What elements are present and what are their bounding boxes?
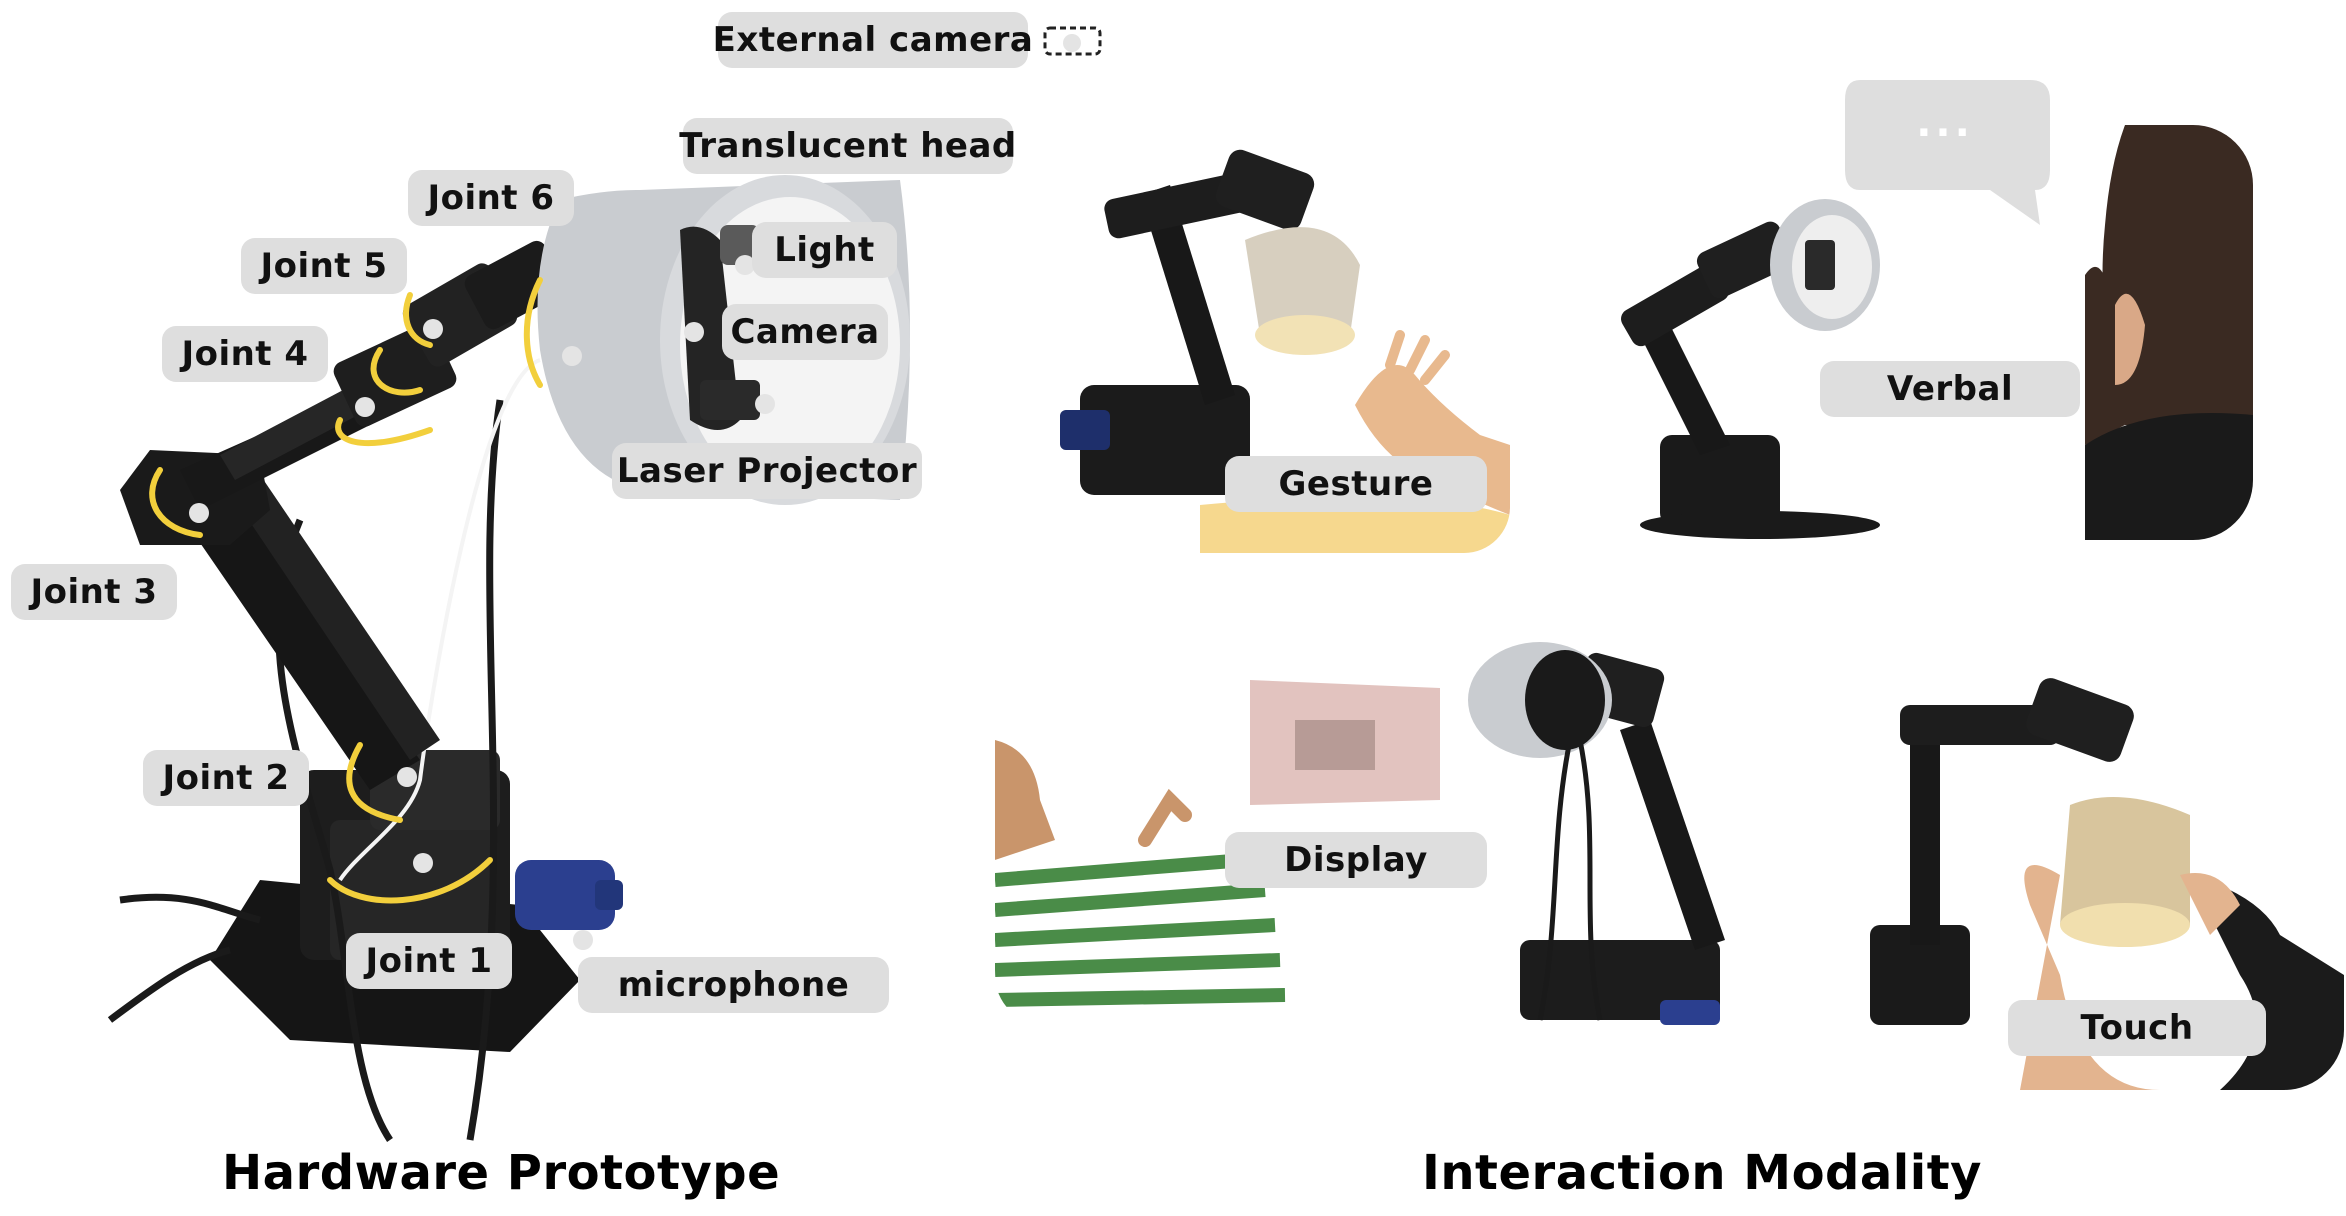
label-verbal: Verbal [1820, 361, 2080, 417]
label-anchor-dots [189, 26, 1102, 950]
joint-motion-arrows [149, 277, 543, 904]
label-translucent-head: Translucent head [679, 118, 1016, 174]
microphone-device [515, 860, 615, 930]
label-joint-6: Joint 6 [408, 170, 574, 226]
label-external-camera: External camera [713, 12, 1033, 68]
display-robot-photo [1460, 640, 1760, 1025]
label-joint-1: Joint 1 [346, 933, 512, 989]
speech-bubble-text: ... [1916, 100, 1974, 146]
label-camera: Camera [722, 304, 888, 360]
label-light: Light [752, 222, 897, 278]
label-joint-5: Joint 5 [241, 238, 407, 294]
label-touch: Touch [2008, 1000, 2266, 1056]
label-gesture: Gesture [1225, 456, 1487, 512]
verbal-person-photo [2085, 125, 2253, 540]
caption-hardware-prototype: Hardware Prototype [222, 1145, 781, 1201]
label-joint-3: Joint 3 [11, 564, 177, 620]
label-joint-2: Joint 2 [143, 750, 309, 806]
label-display: Display [1225, 832, 1487, 888]
label-joint-4: Joint 4 [162, 326, 328, 382]
robot-arm [120, 240, 566, 790]
speech-bubble [1845, 80, 2050, 225]
caption-interaction-modality: Interaction Modality [1422, 1145, 1982, 1201]
label-laser-projector: Laser Projector [612, 443, 922, 499]
label-microphone: microphone [578, 957, 889, 1013]
verbal-robot-photo [1600, 195, 1880, 540]
